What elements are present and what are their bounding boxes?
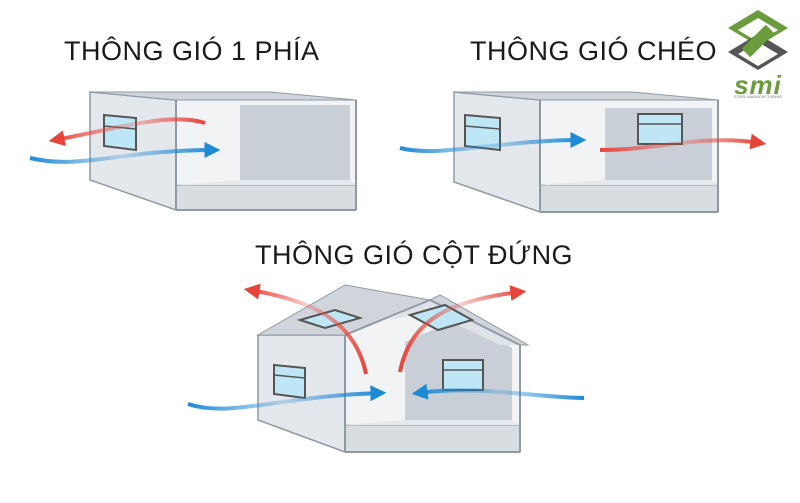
stack-roof-window-right: [407, 303, 475, 332]
cross-outflow-arrow: [599, 133, 767, 152]
stack-inflow-left-arrow: [187, 385, 387, 411]
single-side-room: [89, 91, 357, 212]
cross-inflow-arrow: [399, 132, 587, 154]
stack-outflow-left-arrow: [243, 283, 368, 375]
single-side-inflow-arrow: [29, 142, 221, 164]
smi-logo: smi STEEL MANUFACTURING: [722, 8, 794, 103]
cross-title: THÔNG GIÓ CHÉO: [470, 36, 718, 66]
stack-wall-window-left: [273, 363, 306, 400]
stack-title: THÔNG GIÓ CỘT ĐỨNG: [255, 240, 574, 270]
logo-text: smi: [734, 70, 782, 100]
cross-window-back: [637, 113, 683, 145]
single-side-outflow-arrow: [48, 117, 206, 147]
single-side-title: THÔNG GIÓ 1 PHÍA: [64, 36, 320, 66]
stack-outflow-right-arrow: [398, 285, 527, 373]
cross-window-front: [464, 113, 501, 152]
logo-mark-icon: [728, 10, 788, 70]
logo-subtext: STEEL MANUFACTURING: [733, 94, 783, 99]
stack-inflow-right-arrow: [411, 383, 585, 400]
single-side-window: [103, 113, 137, 152]
cross-room: [453, 91, 719, 214]
stack-house: [256, 284, 530, 454]
stack-wall-window-right: [442, 359, 484, 391]
